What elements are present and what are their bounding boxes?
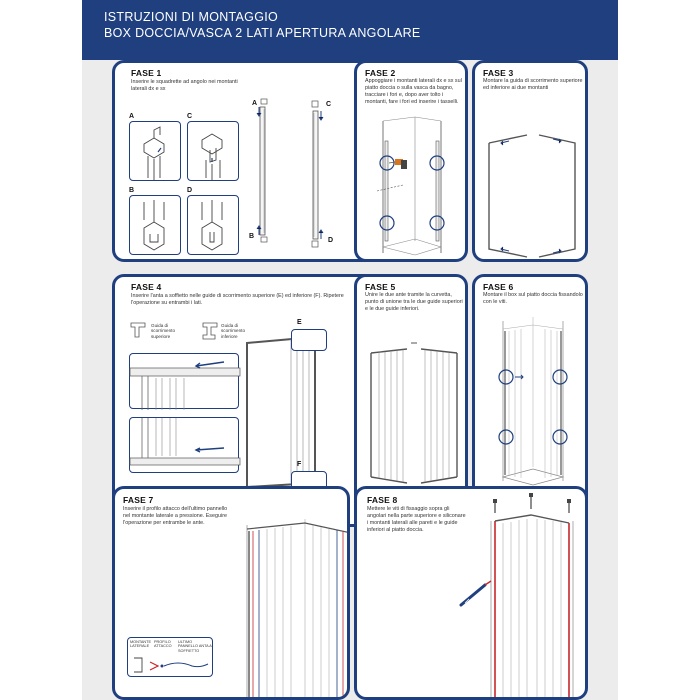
fase1-post-label-a: A — [252, 100, 258, 107]
fase2-title: FASE 2 — [365, 68, 396, 78]
fase1-detail-a — [129, 121, 181, 181]
fase2-drawing — [376, 116, 445, 256]
bracket-d-icon — [201, 200, 223, 251]
fase1-detail-b — [129, 195, 181, 255]
fase1-post-label-d: D — [328, 237, 334, 244]
fase6-card: FASE 6 Montare il box sul piatto doccia … — [472, 274, 588, 527]
fase7-legend-profilo: PROFILO ATTACCO — [154, 640, 172, 649]
fase4-frame-label-f: F — [297, 461, 302, 468]
fase1-profiles-drawing — [256, 98, 324, 248]
fase5-text: Unire le due ante tramite la curvetta, p… — [365, 292, 463, 312]
fase4-profile-legend — [130, 322, 218, 340]
page-header: ISTRUZIONI DI MONTAGGIO BOX DOCCIA/VASCA… — [82, 0, 618, 60]
fase8-card: FASE 8 Mettere le viti di fissaggio sopr… — [354, 486, 588, 700]
instructions-canvas: FASE 1 Inserire le squadrette ad angolo … — [82, 60, 618, 700]
fase6-text: Montare il box sul piatto doccia fissand… — [483, 292, 583, 305]
fase7-text: Inserire il profilo attacco dell'ultimo … — [123, 506, 228, 526]
title-line-2: BOX DOCCIA/VASCA 2 LATI APERTURA ANGOLAR… — [104, 26, 421, 40]
fase8-text: Mettere le viti di fissaggio sopra gli a… — [367, 506, 466, 533]
fase4-frame-zoom-e — [291, 329, 327, 351]
fase6-title: FASE 6 — [483, 282, 514, 292]
fase2-card: FASE 2 Appoggiare i montanti laterali dx… — [354, 60, 468, 262]
fase7-legend-box: MONTANTE LATERALE PROFILO ATTACCO ULTIMO… — [127, 637, 213, 677]
fase5-drawing — [370, 342, 458, 490]
fase4-detail-e-drawing — [129, 361, 241, 410]
fase4-text: Inserire l'anta a soffietto nelle guide … — [131, 293, 344, 306]
fase1-title: FASE 1 — [131, 68, 162, 78]
bracket-a-icon — [143, 126, 165, 180]
bracket-c-icon — [201, 133, 223, 180]
fase1-detail-c — [187, 121, 239, 181]
fase7-drawing — [246, 519, 347, 697]
fase4-legend-top: Guida di scorrimento superiore — [151, 323, 175, 339]
fase5-card: FASE 5 Unire le due ante tramite la curv… — [354, 274, 468, 527]
fase3-text: Montare la guida di scorrimento superior… — [483, 78, 583, 91]
fase5-title: FASE 5 — [365, 282, 396, 292]
fase3-drawing — [488, 134, 576, 258]
fase4-title: FASE 4 — [131, 282, 162, 292]
fase1-label-a: A — [129, 113, 135, 120]
fase4-legend-bottom: Guida di scorrimento inferiore — [221, 323, 245, 339]
fase1-detail-d — [187, 195, 239, 255]
fase1-text: Inserire le squadrette ad angolo nei mon… — [131, 79, 238, 92]
fase7-legend-pannello: ULTIMO PANNELLO ANTA A SOFFIETTO — [178, 640, 212, 653]
fase2-text: Appoggiare i montanti laterali dx e sx s… — [365, 78, 462, 105]
fase4-detail-f — [129, 417, 241, 473]
fase7-title: FASE 7 — [123, 495, 154, 505]
fase6-drawing — [498, 317, 568, 486]
fase3-card: FASE 3 Montare la guida di scorrimento s… — [472, 60, 588, 262]
fase1-label-d: D — [187, 187, 193, 194]
fase8-title: FASE 8 — [367, 495, 398, 505]
title-line-1: ISTRUZIONI DI MONTAGGIO — [104, 10, 279, 24]
bracket-b-icon — [143, 200, 165, 251]
fase1-label-c: C — [187, 113, 193, 120]
fase7-legend-drawing — [134, 657, 209, 673]
fase1-post-label-b: B — [249, 233, 255, 240]
fase3-title: FASE 3 — [483, 68, 514, 78]
fase4-detail-e — [129, 353, 241, 410]
fase7-card: FASE 7 Inserire il profilo attacco dell'… — [112, 486, 350, 700]
fase4-frame-label-e: E — [297, 319, 302, 326]
fase1-post-label-c: C — [326, 101, 332, 108]
fase8-drawing — [459, 493, 574, 697]
fase7-legend-montante: MONTANTE LATERALE — [130, 640, 152, 649]
fase4-detail-f-drawing — [129, 418, 241, 466]
fase1-label-b: B — [129, 187, 135, 194]
